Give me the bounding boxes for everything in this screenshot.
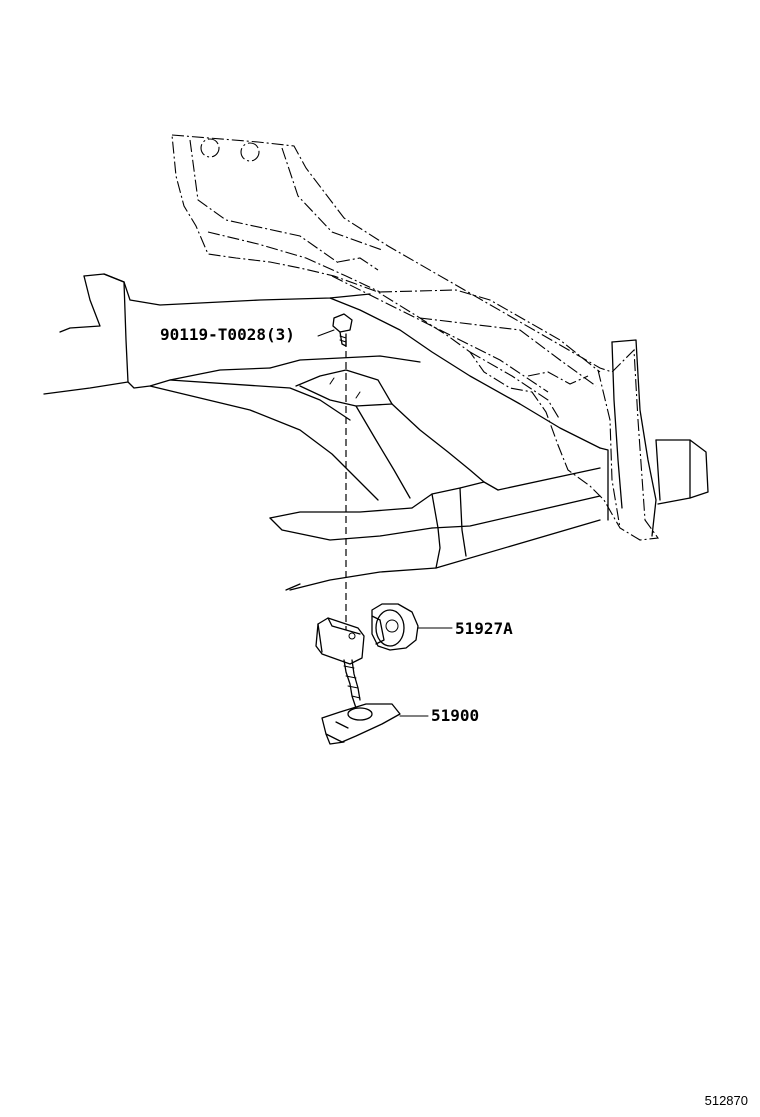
- floor-panel-outline: [171, 134, 659, 541]
- diagram-id: 512870: [704, 1093, 748, 1108]
- spare-tire-carrier-icon: [321, 703, 401, 745]
- holder-part-number: 51927A: [455, 619, 513, 638]
- spare-tire-holder-icon: [371, 603, 419, 651]
- frame-crossmember: [43, 273, 709, 591]
- carrier-part-number: 51900: [431, 706, 480, 725]
- winch-bracket-icon: [315, 617, 365, 709]
- bolt-icon: [332, 313, 353, 347]
- bolt-leader-line: [317, 329, 335, 337]
- bolt-part-number: 90119-T0028(3): [160, 325, 295, 344]
